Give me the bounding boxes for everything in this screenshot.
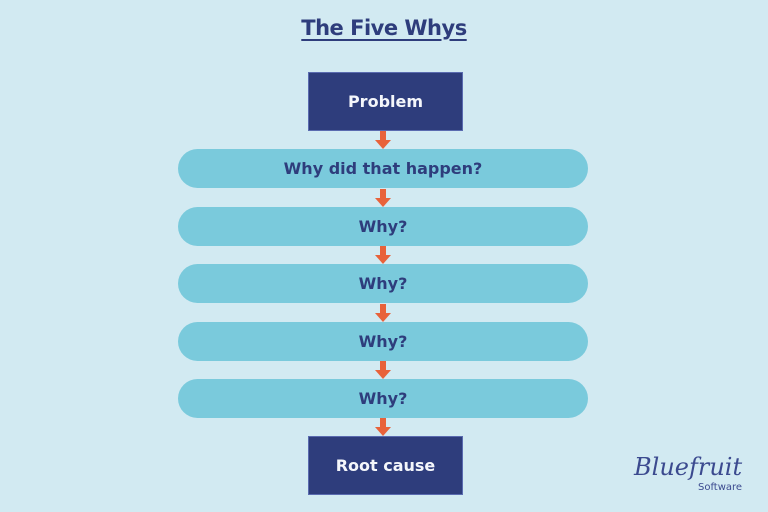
problem-box: Problem [308, 72, 463, 131]
arrow-down-icon [375, 189, 391, 207]
arrow-down-icon [375, 246, 391, 264]
arrow-down-icon [375, 418, 391, 436]
arrow-down-icon [375, 361, 391, 379]
diagram-title: The Five Whys [301, 16, 467, 40]
why-step-1: Why did that happen? [178, 149, 588, 188]
why-step-5: Why? [178, 379, 588, 418]
why-step-3: Why? [178, 264, 588, 303]
arrow-down-icon [375, 131, 391, 149]
root-cause-box: Root cause [308, 436, 463, 495]
arrow-down-icon [375, 304, 391, 322]
logo-subtitle: Software [698, 482, 743, 493]
logo-wordmark: Bluefruit [634, 453, 743, 481]
bluefruit-logo: Bluefruit Software [628, 453, 748, 495]
why-step-2: Why? [178, 207, 588, 246]
why-step-4: Why? [178, 322, 588, 361]
